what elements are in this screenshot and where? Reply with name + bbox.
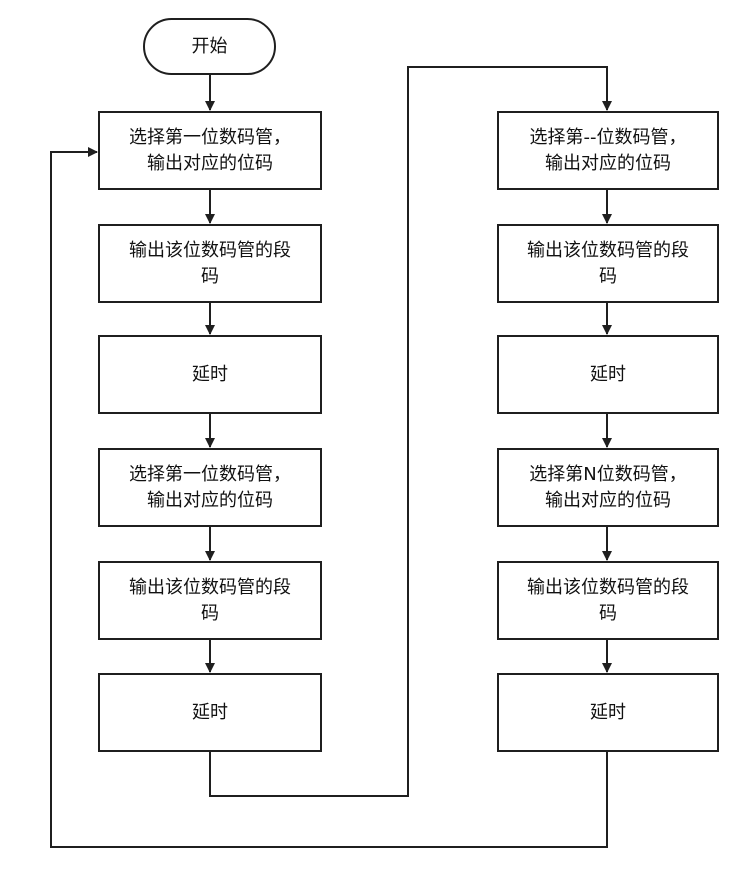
left-delay-label-2: 延时 xyxy=(192,701,228,723)
left-select-digit-label-2: 选择第一位数码管， 输出对应的位码 xyxy=(129,463,291,511)
left-delay-label: 延时 xyxy=(192,363,228,385)
left-select-first-digit-label: 选择第一位数码管， 输出对应的位码 xyxy=(129,126,291,174)
start-terminal: 开始 xyxy=(143,18,276,75)
left-select-digit-box-2: 选择第一位数码管， 输出对应的位码 xyxy=(98,448,322,527)
right-delay-box: 延时 xyxy=(497,335,719,414)
left-output-segment-code-label: 输出该位数码管的段 码 xyxy=(129,239,291,287)
right-select-nth-digit-label: 选择第N位数码管， 输出对应的位码 xyxy=(529,463,687,511)
right-output-segment-code-label-2: 输出该位数码管的段 码 xyxy=(527,576,689,624)
right-delay-label-2: 延时 xyxy=(590,701,626,723)
right-select-digit-box: 选择第--位数码管， 输出对应的位码 xyxy=(497,111,719,190)
connector-left-6-to-right-1 xyxy=(209,66,612,797)
right-select-digit-label: 选择第--位数码管， 输出对应的位码 xyxy=(529,126,687,174)
left-output-segment-code-box: 输出该位数码管的段 码 xyxy=(98,224,322,303)
left-delay-box-2: 延时 xyxy=(98,673,322,752)
right-select-nth-digit-box: 选择第N位数码管， 输出对应的位码 xyxy=(497,448,719,527)
right-output-segment-code-label: 输出该位数码管的段 码 xyxy=(527,239,689,287)
right-delay-box-2: 延时 xyxy=(497,673,719,752)
left-output-segment-code-box-2: 输出该位数码管的段 码 xyxy=(98,561,322,640)
right-delay-label: 延时 xyxy=(590,363,626,385)
left-select-first-digit-box: 选择第一位数码管， 输出对应的位码 xyxy=(98,111,322,190)
right-output-segment-code-box-2: 输出该位数码管的段 码 xyxy=(497,561,719,640)
left-delay-box: 延时 xyxy=(98,335,322,414)
left-output-segment-code-label-2: 输出该位数码管的段 码 xyxy=(129,576,291,624)
connector-loop-back-to-left-1 xyxy=(50,147,608,848)
start-label: 开始 xyxy=(191,35,228,57)
right-output-segment-code-box: 输出该位数码管的段 码 xyxy=(497,224,719,303)
